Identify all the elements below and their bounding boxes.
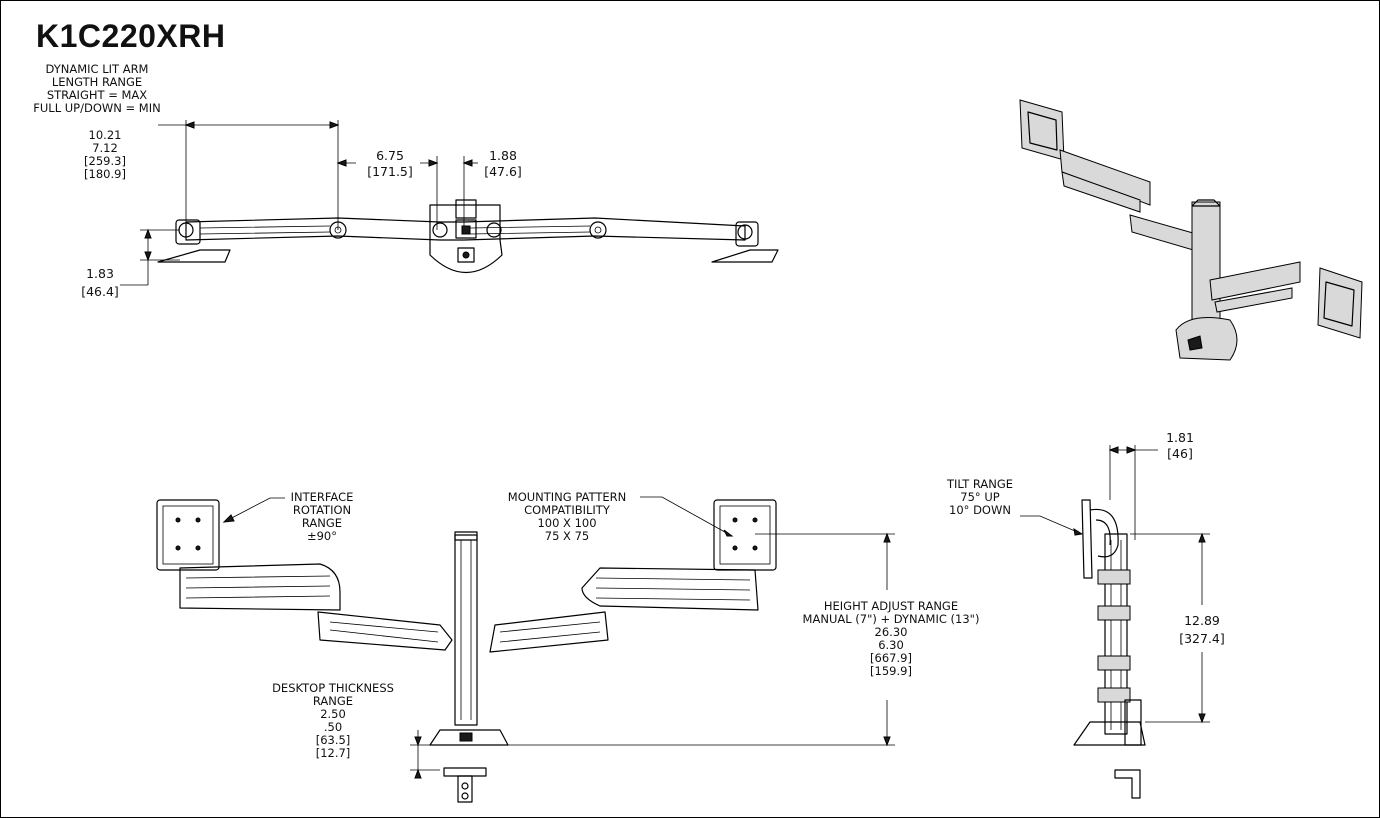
front-view-drawing bbox=[156, 496, 895, 803]
dimension-a: 6.75 [171.5] bbox=[367, 148, 413, 179]
rotation-range-label: INTERFACE ROTATION RANGE ±90° bbox=[290, 490, 354, 543]
arm-length-values: 10.21 7.12 [259.3] [180.9] bbox=[84, 128, 126, 181]
arm-length-label: DYNAMIC LIT ARM LENGTH RANGE STRAIGHT = … bbox=[33, 62, 161, 115]
dimension-e: 12.89 [327.4] bbox=[1179, 613, 1225, 646]
dimension-c: 1.83 [46.4] bbox=[81, 266, 119, 299]
height-adjust-label: HEIGHT ADJUST RANGE MANUAL (7") + DYNAMI… bbox=[802, 599, 980, 678]
mounting-pattern-label: MOUNTING PATTERN COMPATIBILITY 100 X 100… bbox=[507, 490, 627, 543]
desktop-thickness-label: DESKTOP THICKNESS RANGE 2.50 .50 [63.5] … bbox=[272, 681, 394, 760]
side-view-drawing bbox=[1020, 445, 1210, 799]
dimension-d: 1.81 [46] bbox=[1166, 430, 1194, 461]
dimension-b: 1.88 [47.6] bbox=[484, 148, 522, 179]
isometric-view-drawing bbox=[1019, 99, 1363, 361]
tilt-range-label: TILT RANGE 75° UP 10° DOWN bbox=[946, 477, 1014, 517]
top-view-drawing bbox=[120, 120, 779, 286]
product-title: K1C220XRH bbox=[36, 18, 226, 54]
